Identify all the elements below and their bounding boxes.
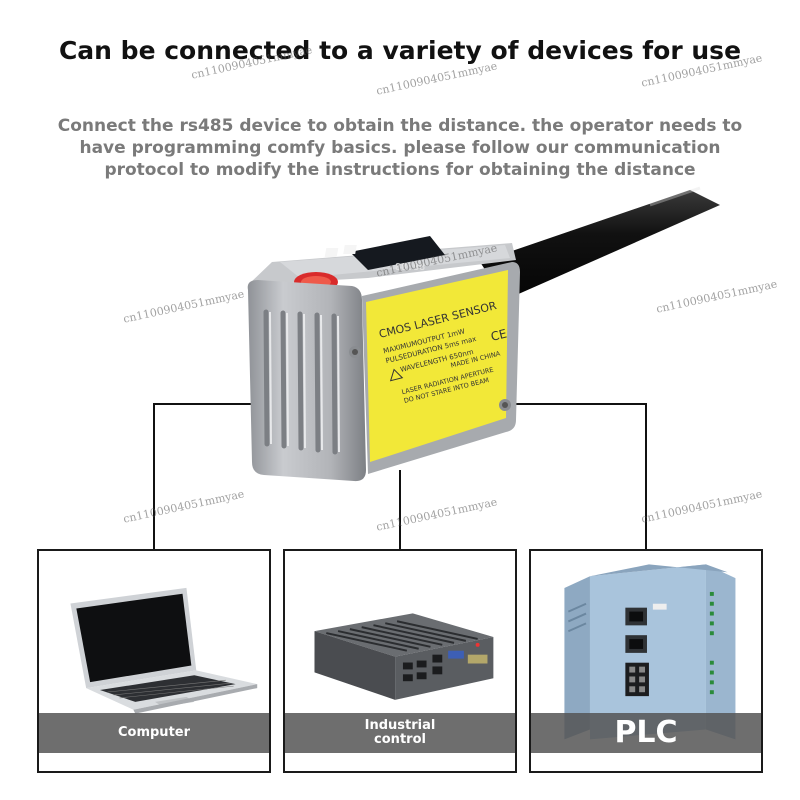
sensor-display-digits: 88:88 (395, 262, 425, 273)
connector-lines (153, 403, 647, 549)
device-label-industrial-control: Industrial control (364, 718, 436, 747)
laser-warning-icon (389, 368, 404, 382)
sensor-label (366, 270, 508, 462)
plc-icon (564, 564, 736, 740)
device-card-industrial-control: Industrial control (283, 549, 517, 773)
page-title: Can be connected to a variety of devices… (58, 36, 742, 65)
sensor-cable (480, 190, 720, 300)
laptop-icon (70, 587, 258, 714)
ce-mark-icon: CE (489, 326, 508, 343)
device-label-band: PLC (531, 713, 761, 753)
device-label-band: Industrial control (285, 713, 515, 753)
device-label-plc: PLC (614, 715, 678, 750)
page-subtitle: Connect the rs485 device to obtain the d… (57, 116, 743, 180)
device-card-computer: Computer (37, 549, 271, 773)
laser-sensor: 88:88 CMOS LASER (247, 236, 520, 482)
device-label-computer: Computer (117, 725, 191, 740)
device-card-plc: PLC (529, 549, 763, 773)
device-label-band: Computer (39, 713, 269, 753)
industrial-pc-icon (314, 613, 494, 700)
